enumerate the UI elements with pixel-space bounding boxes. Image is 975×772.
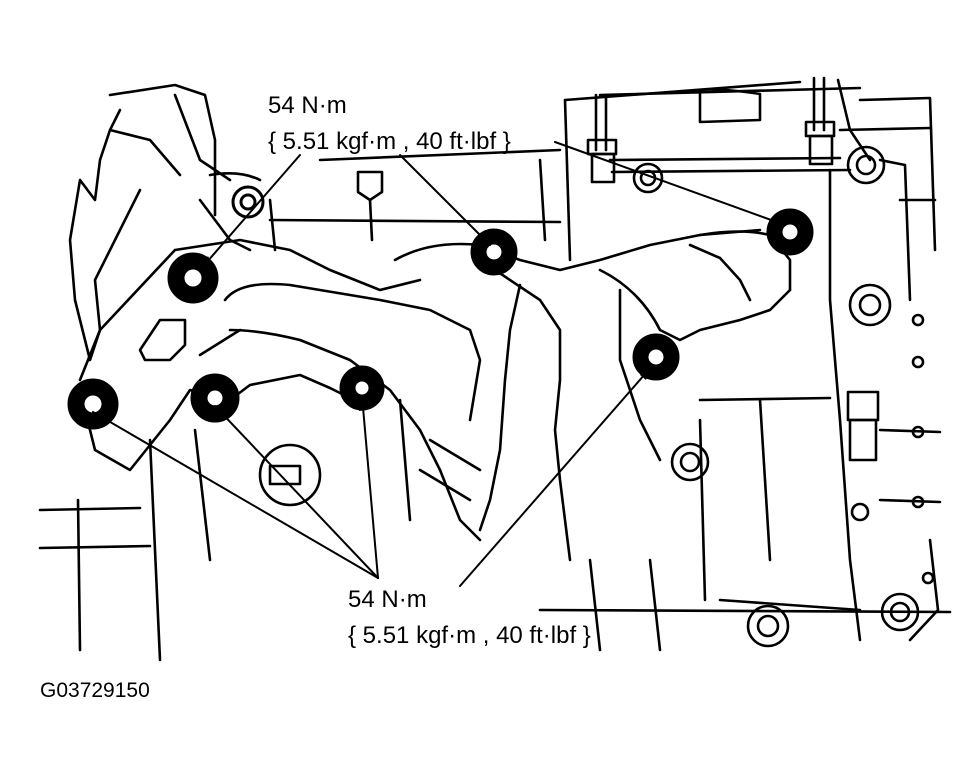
leader-arrowheads [93,216,785,422]
leader-lines [92,141,786,587]
manifold-flange [78,238,422,472]
heat-shield [68,83,262,362]
bolt-runner-bottom-right [632,333,680,381]
bolt-runner-bottom [339,365,385,411]
exhaust-runners [223,228,792,562]
studs [356,76,836,242]
figure-id: G03729150 [40,679,150,702]
bolt-runner-top-right [766,208,814,256]
bolt-runner-top-center [470,228,518,276]
top-torque-value: 54 N·m [268,92,347,119]
manifold-bolts [67,185,814,430]
block-bosses [258,145,935,648]
bottom-torque-detail: { 5.51 kgf·m , 40 ft·lbf } [348,622,591,649]
engine-block-lines [38,78,952,662]
bottom-torque-value: 54 N·m [348,586,427,613]
top-torque-detail: { 5.51 kgf·m , 40 ft·lbf } [268,128,511,155]
bolt-flange-bottom-center [190,373,240,423]
nut-upper-left [231,185,265,219]
